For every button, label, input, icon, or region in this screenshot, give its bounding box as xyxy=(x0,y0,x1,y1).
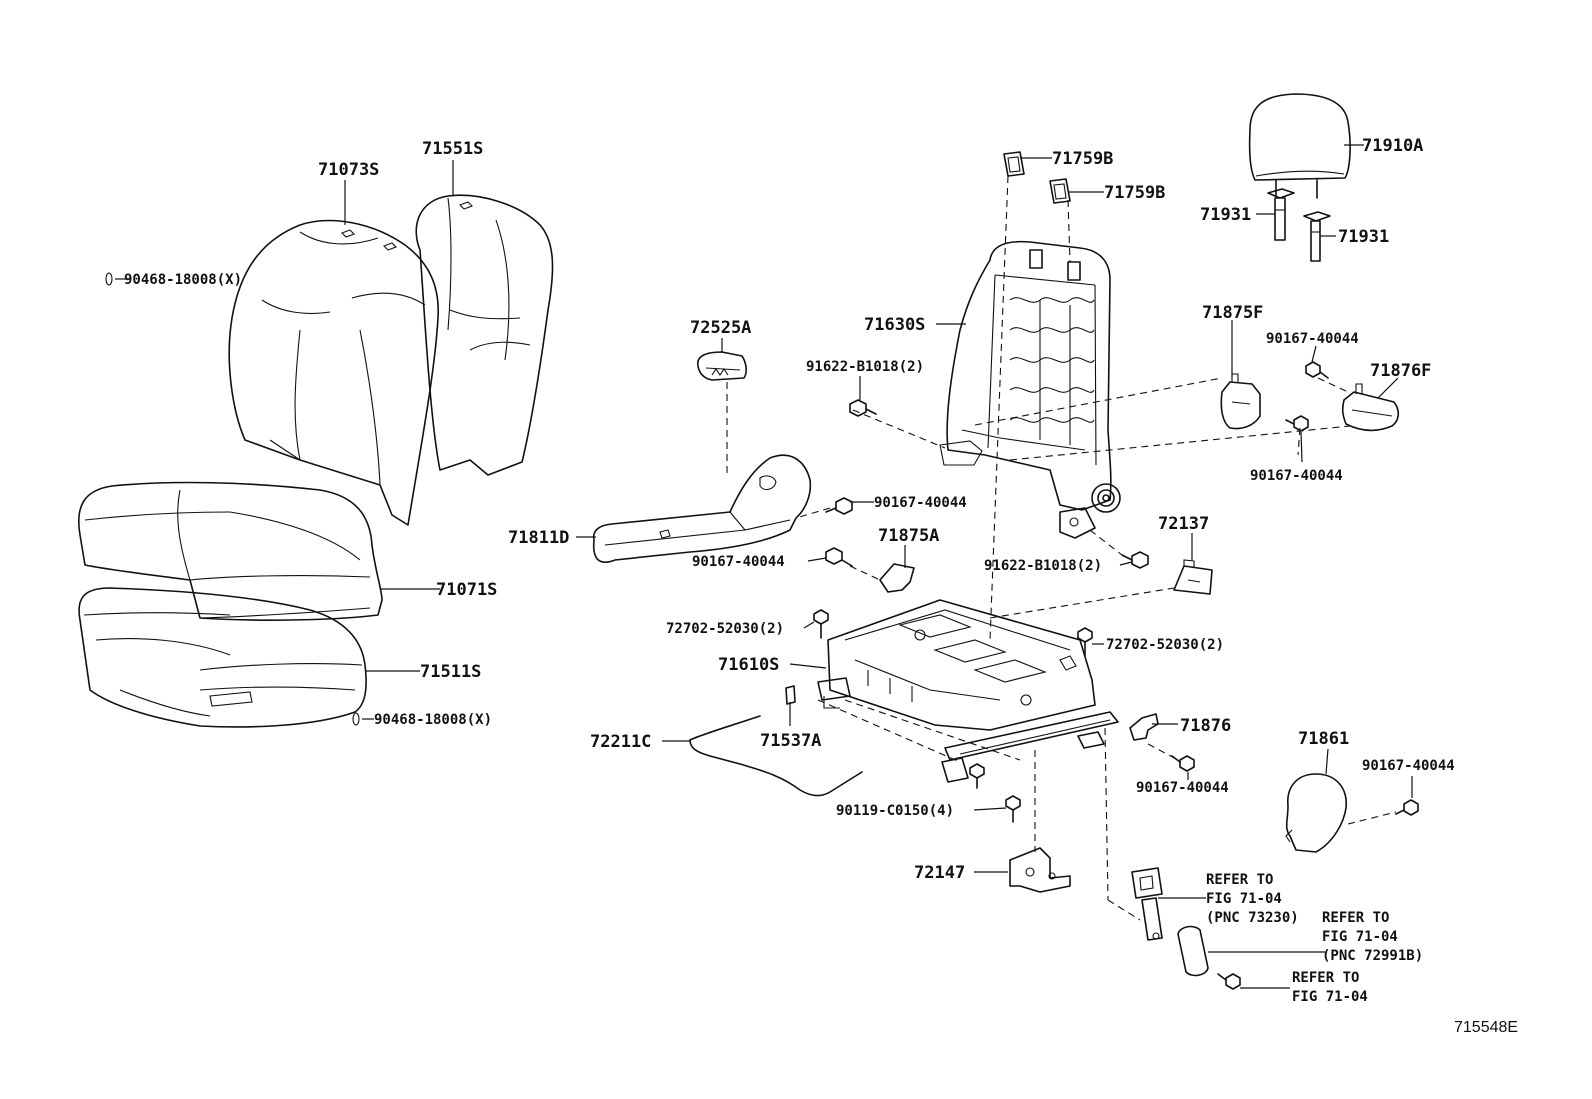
bolt-90167-e xyxy=(1171,755,1195,772)
bolt-90167-d xyxy=(1285,415,1309,432)
bolt-90167-a xyxy=(825,497,853,515)
label-91622-top[interactable]: 91622-B1018(2) xyxy=(806,359,924,375)
reference-notes: REFER TO FIG 71-04 (PNC 73230) REFER TO … xyxy=(1206,872,1423,1005)
label-71861[interactable]: 71861 xyxy=(1298,729,1349,749)
headrest-support-71931-left xyxy=(1267,188,1295,241)
bolt-91622-bottom xyxy=(1121,551,1149,569)
label-71630s[interactable]: 71630S xyxy=(864,315,925,335)
cover-71876 xyxy=(1129,713,1159,741)
label-71537a[interactable]: 71537A xyxy=(760,731,821,751)
bolt-90167-b xyxy=(825,547,853,567)
label-90119[interactable]: 90119-C0150(4) xyxy=(836,803,954,819)
ref2-line1[interactable]: REFER TO xyxy=(1322,910,1389,926)
bolt-90167-c xyxy=(1305,361,1329,379)
label-90167-f[interactable]: 90167-40044 xyxy=(1362,758,1455,774)
label-72702-left[interactable]: 72702-52030(2) xyxy=(666,621,784,637)
seat-cushion-cover-71071s xyxy=(78,481,383,621)
assembly-lines xyxy=(726,175,1397,921)
bolt-72702-right xyxy=(1077,627,1093,657)
cover-71861 xyxy=(1285,773,1347,853)
ref2-line2[interactable]: FIG 71-04 xyxy=(1322,929,1398,945)
seat-belt-buckle xyxy=(1131,867,1163,941)
label-72137[interactable]: 72137 xyxy=(1158,514,1209,534)
bolt-91622-top xyxy=(849,399,877,417)
lever-knob-72525a xyxy=(697,351,747,381)
cover-71875a xyxy=(879,563,915,593)
bolt-belt xyxy=(1217,973,1241,990)
clip-90468-bottom xyxy=(352,712,360,726)
ref2-line3[interactable]: (PNC 72991B) xyxy=(1322,948,1423,964)
seat-cushion-pad-71511s xyxy=(78,587,367,728)
clip-71759b-lower xyxy=(1049,178,1071,204)
label-71071s[interactable]: 71071S xyxy=(436,580,497,600)
label-90468-bottom[interactable]: 90468-18008(X) xyxy=(374,712,492,728)
label-71610s[interactable]: 71610S xyxy=(718,655,779,675)
label-72525a[interactable]: 72525A xyxy=(690,318,751,338)
label-72702-right[interactable]: 72702-52030(2) xyxy=(1106,637,1224,653)
seatback-frame-71630s xyxy=(939,240,1121,539)
label-71875f[interactable]: 71875F xyxy=(1202,303,1263,323)
label-90167-e[interactable]: 90167-40044 xyxy=(1136,780,1229,796)
label-71551s[interactable]: 71551S xyxy=(422,139,483,159)
label-90167-a[interactable]: 90167-40044 xyxy=(874,495,967,511)
part-labels: 71073S 71551S 90468-18008(X) 71071S 7151… xyxy=(124,136,1455,883)
label-71875a[interactable]: 71875A xyxy=(878,526,939,546)
label-71931-1[interactable]: 71931 xyxy=(1200,205,1251,225)
label-90167-b[interactable]: 90167-40044 xyxy=(692,554,785,570)
label-71876[interactable]: 71876 xyxy=(1180,716,1231,736)
clip-71537a xyxy=(785,685,796,705)
label-71511s[interactable]: 71511S xyxy=(420,662,481,682)
bolt-72702-left xyxy=(813,609,829,639)
buckle-cover xyxy=(1177,925,1209,977)
label-91622-bottom[interactable]: 91622-B1018(2) xyxy=(984,558,1102,574)
label-72211c[interactable]: 72211C xyxy=(590,732,651,752)
release-wire-72211c xyxy=(689,715,863,797)
label-72147[interactable]: 72147 xyxy=(914,863,965,883)
bolt-90167-f xyxy=(1395,799,1419,816)
leader-lines xyxy=(115,144,1413,989)
bolt-90119 xyxy=(1005,795,1021,823)
bracket-72147 xyxy=(1009,847,1071,893)
seatback-pad-71551s xyxy=(415,194,554,476)
headrest-71910a xyxy=(1248,93,1351,199)
ref1-line2[interactable]: FIG 71-04 xyxy=(1206,891,1282,907)
hinge-cover-71876f xyxy=(1341,383,1400,432)
clip-90468-top xyxy=(105,272,113,286)
label-71931-2[interactable]: 71931 xyxy=(1338,227,1389,247)
clip-71759b-upper xyxy=(1003,151,1025,177)
label-90468-top[interactable]: 90468-18008(X) xyxy=(124,272,242,288)
label-71073s[interactable]: 71073S xyxy=(318,160,379,180)
diagram-id: 715548E xyxy=(1454,1019,1518,1036)
ref3-line1[interactable]: REFER TO xyxy=(1292,970,1359,986)
bolt-90119-b xyxy=(969,763,985,789)
ref3-line2[interactable]: FIG 71-04 xyxy=(1292,989,1368,1005)
label-71811d[interactable]: 71811D xyxy=(508,528,569,548)
label-90167-d[interactable]: 90167-40044 xyxy=(1250,468,1343,484)
ref1-line1[interactable]: REFER TO xyxy=(1206,872,1273,888)
hinge-cover-71875f xyxy=(1220,373,1261,430)
seatback-cover-71073s xyxy=(228,219,439,526)
label-90167-c[interactable]: 90167-40044 xyxy=(1266,331,1359,347)
label-71876f[interactable]: 71876F xyxy=(1370,361,1431,381)
label-71910a[interactable]: 71910A xyxy=(1362,136,1423,156)
stopper-72137 xyxy=(1173,559,1213,595)
label-71759b-2[interactable]: 71759B xyxy=(1104,183,1165,203)
label-71759b-1[interactable]: 71759B xyxy=(1052,149,1113,169)
side-shield-71811d xyxy=(592,454,812,564)
headrest-support-71931-right xyxy=(1303,211,1331,262)
seat-adjuster-71610s xyxy=(817,599,1119,783)
ref1-line3[interactable]: (PNC 73230) xyxy=(1206,910,1299,926)
